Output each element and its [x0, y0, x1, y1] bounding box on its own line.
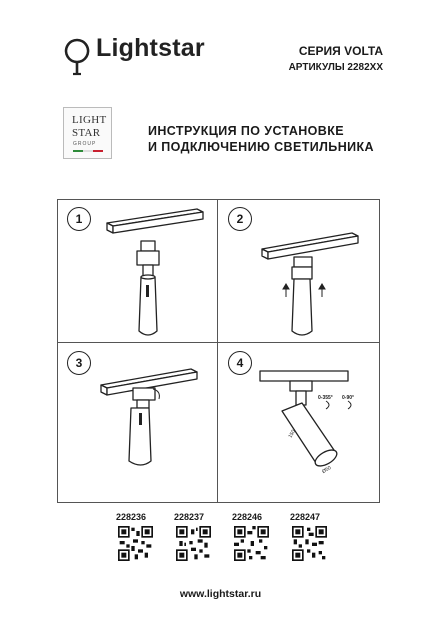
grid-divider-vertical: [217, 199, 218, 503]
website-link[interactable]: www.lightstar.ru: [179, 588, 262, 600]
track-insertion-illustration: [261, 232, 359, 336]
step-panel-4: 4 0-355° 0-90° 150 Ø50: [218, 343, 378, 486]
qr-code-icon[interactable]: [234, 526, 269, 561]
rotation-vertical-label: 0-90°: [342, 395, 355, 401]
instruction-title-line1: ИНСТРУКЦИЯ ПО УСТАНОВКЕ: [148, 124, 345, 138]
step-number-3: 3: [67, 351, 91, 375]
instruction-title-line2: И ПОДКЛЮЧЕНИЮ СВЕТИЛЬНИКА: [148, 140, 374, 154]
step-number-4: 4: [228, 351, 252, 375]
grid-divider-horizontal: [57, 342, 380, 343]
group-logo-line2: STAR: [72, 127, 101, 139]
articles-label: АРТИКУЛЫ 2282XX: [288, 62, 383, 73]
lightstar-bulb-icon: [64, 38, 90, 76]
step-number-2: 2: [228, 207, 252, 231]
article-codes-row: 228236 228237 228246 228247: [116, 512, 336, 572]
track-mounting-illustration: [106, 208, 204, 336]
group-logo-line1: LIGHT: [72, 114, 107, 126]
brand-name: Lightstar: [96, 34, 205, 62]
article-code-228237: 228237: [174, 512, 205, 522]
lightstar-group-logo: LIGHT STAR GROUP: [63, 107, 112, 159]
article-code-228247: 228247: [290, 512, 321, 522]
qr-code-icon[interactable]: [292, 526, 327, 561]
step-panel-3: 3: [57, 343, 217, 486]
qr-code-icon[interactable]: [176, 526, 211, 561]
article-code-228236: 228236: [116, 512, 147, 522]
group-logo-line3: GROUP: [73, 141, 97, 147]
italian-flag-stripe: [73, 150, 103, 152]
rotation-horizontal-label: 0-355°: [318, 395, 333, 401]
step-number-1: 1: [67, 207, 91, 231]
step-panel-1: 1: [57, 199, 217, 342]
installation-steps-grid: [57, 199, 380, 503]
qr-code-icon[interactable]: [118, 526, 153, 561]
track-lock-illustration: [100, 368, 198, 466]
step-panel-2: 2: [218, 199, 378, 342]
article-code-228246: 228246: [232, 512, 263, 522]
rotation-adjustment-illustration: [259, 370, 352, 467]
series-label: СЕРИЯ VOLTA: [298, 44, 383, 58]
